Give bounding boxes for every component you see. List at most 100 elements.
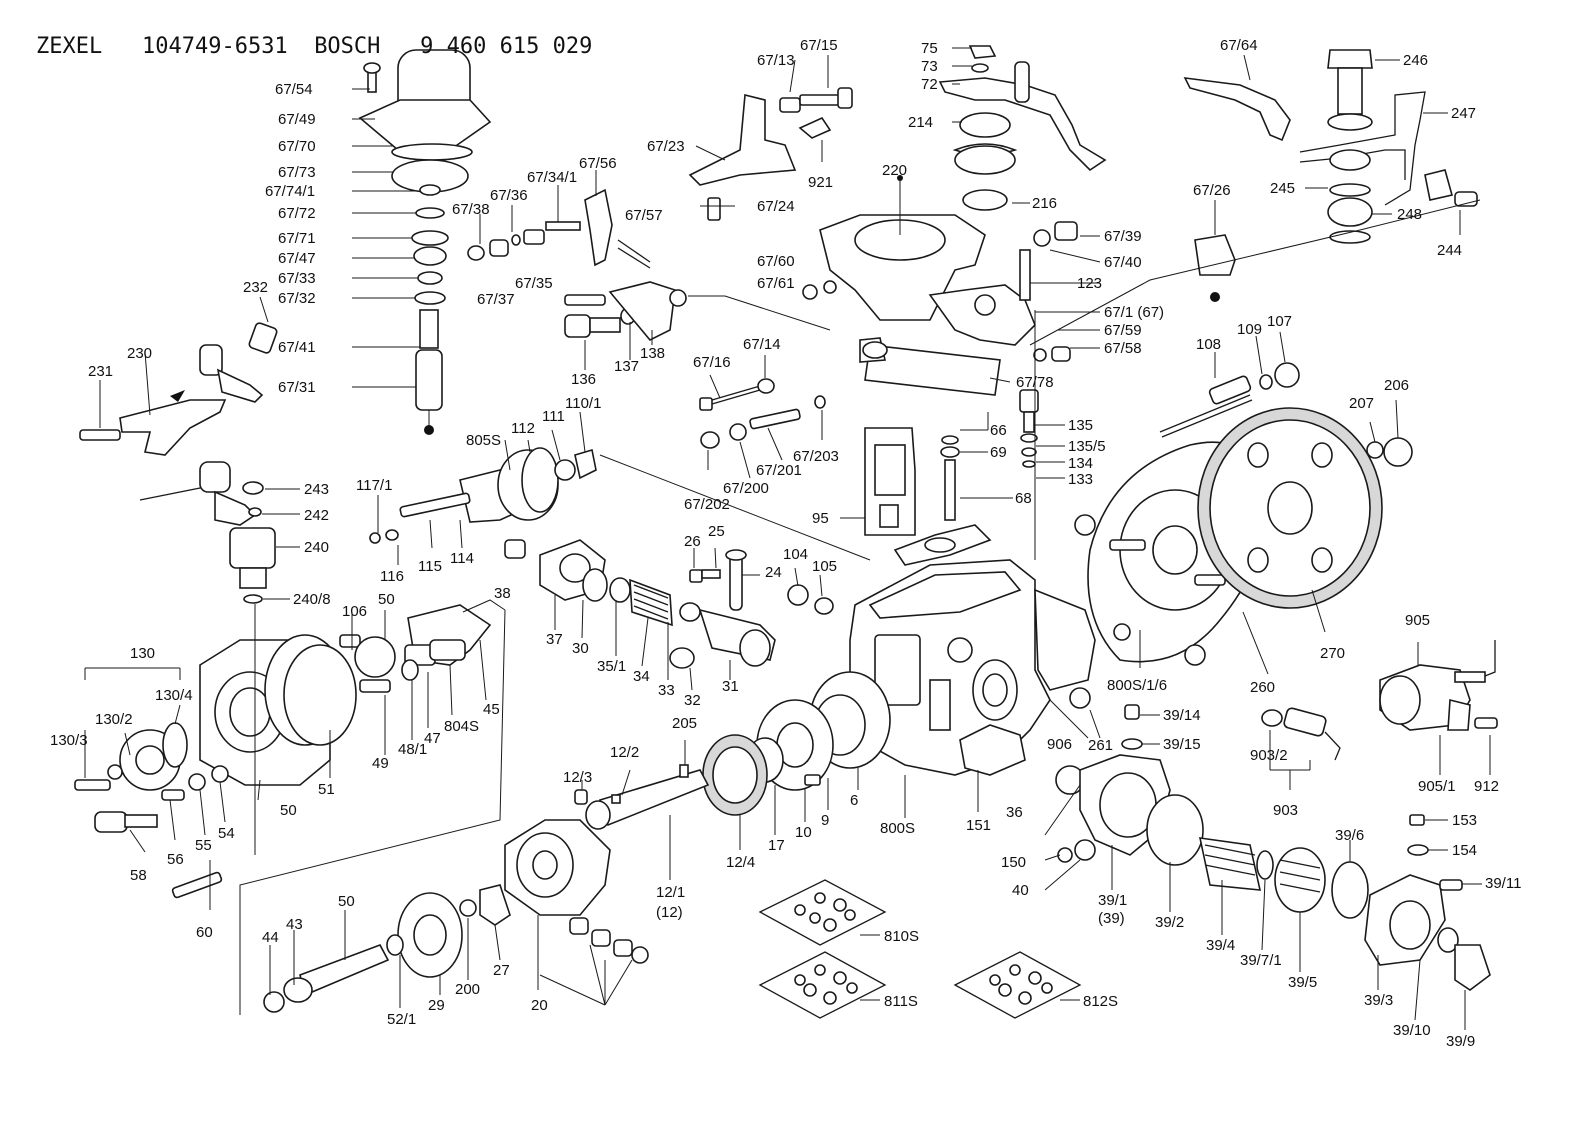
part-label[interactable]: 130/4	[155, 687, 193, 704]
part-label[interactable]: 108	[1196, 336, 1222, 353]
part-label[interactable]: 12/1	[656, 884, 686, 901]
part-label[interactable]: 231	[88, 363, 114, 380]
part-label[interactable]: 67/31	[278, 379, 316, 396]
part-label[interactable]: 67/202	[684, 496, 730, 513]
part-label[interactable]: 47	[424, 730, 441, 747]
part-label[interactable]: 67/23	[647, 138, 685, 155]
part-label[interactable]: 114	[450, 550, 474, 567]
part-label[interactable]: 20	[531, 997, 548, 1014]
part-label[interactable]: 135	[1068, 417, 1094, 434]
part-label[interactable]: 232	[243, 279, 269, 296]
part-label[interactable]: 117/1	[356, 477, 393, 494]
part-label[interactable]: 45	[483, 701, 500, 718]
part-label[interactable]: 115	[418, 558, 442, 575]
part-label[interactable]: 67/72	[278, 205, 316, 222]
part-label[interactable]: 245	[1270, 180, 1296, 197]
part-label[interactable]: 6	[850, 792, 859, 809]
part-label[interactable]: 54	[218, 825, 235, 842]
part-label[interactable]: 104	[783, 546, 809, 563]
part-label[interactable]: 67/41	[278, 339, 316, 356]
part-label[interactable]: 67/78	[1016, 374, 1054, 391]
part-label[interactable]: 69	[990, 444, 1007, 461]
part-label[interactable]: 48/1	[398, 741, 428, 758]
part-label[interactable]: 138	[640, 345, 666, 362]
part-label[interactable]: 67/58	[1104, 340, 1142, 357]
part-label[interactable]: 38	[494, 585, 511, 602]
part-label[interactable]: 906	[1047, 736, 1073, 753]
part-label[interactable]: 67/33	[278, 270, 316, 287]
part-label[interactable]: 800S/1/6	[1107, 677, 1168, 694]
part-label[interactable]: 50	[280, 802, 297, 819]
part-label[interactable]: 67/74/1	[265, 183, 316, 200]
part-label[interactable]: 39/9	[1446, 1033, 1476, 1050]
part-label[interactable]: 67/15	[800, 37, 838, 54]
part-label[interactable]: 67/47	[278, 250, 316, 267]
part-label[interactable]: 67/201	[756, 462, 802, 479]
part-label[interactable]: 44	[262, 929, 279, 946]
part-label[interactable]: 67/35	[515, 275, 553, 292]
part-label[interactable]: 30	[572, 640, 589, 657]
part-label[interactable]: 247	[1451, 105, 1477, 122]
part-label[interactable]: 67/1 (67)	[1104, 304, 1165, 321]
part-label[interactable]: 36	[1006, 804, 1023, 821]
part-label[interactable]: 24	[765, 564, 782, 581]
part-label[interactable]: 67/38	[452, 201, 490, 218]
part-label[interactable]: 43	[286, 916, 303, 933]
part-label[interactable]: 52/1	[387, 1011, 417, 1028]
part-label[interactable]: 33	[658, 682, 675, 699]
part-label[interactable]: 921	[808, 174, 834, 191]
part-label[interactable]: 58	[130, 867, 147, 884]
part-label[interactable]: 123	[1077, 275, 1103, 292]
part-label[interactable]: 151	[966, 817, 992, 834]
part-label[interactable]: 133	[1068, 471, 1094, 488]
part-label[interactable]: 109	[1237, 321, 1263, 338]
part-label[interactable]: 67/39	[1104, 228, 1142, 245]
part-label[interactable]: 67/32	[278, 290, 316, 307]
part-label[interactable]: 150	[1001, 854, 1027, 871]
part-label[interactable]: 39/14	[1163, 707, 1201, 724]
part-label[interactable]: 56	[167, 851, 184, 868]
part-label[interactable]: 67/57	[625, 207, 663, 224]
part-label[interactable]: 60	[196, 924, 213, 941]
part-label[interactable]: 205	[672, 715, 698, 732]
part-label[interactable]: 246	[1403, 52, 1429, 69]
part-label[interactable]: 67/13	[757, 52, 795, 69]
part-label[interactable]: 49	[372, 755, 389, 772]
part-label[interactable]: 67/64	[1220, 37, 1258, 54]
part-label[interactable]: 153	[1452, 812, 1478, 829]
part-label[interactable]: 39/7/1	[1240, 952, 1282, 969]
part-label[interactable]: 134	[1068, 455, 1094, 472]
part-label[interactable]: 903	[1273, 802, 1299, 819]
part-label[interactable]: 34	[633, 668, 650, 685]
part-label[interactable]: 112	[511, 420, 535, 437]
part-label[interactable]: 905	[1405, 612, 1431, 629]
part-label[interactable]: 812S	[1083, 993, 1119, 1010]
part-label[interactable]: 39/4	[1206, 937, 1236, 954]
part-label[interactable]: 9	[821, 812, 830, 829]
part-label[interactable]: 35/1	[597, 658, 627, 675]
part-label[interactable]: 105	[812, 558, 838, 575]
part-label[interactable]: 29	[428, 997, 445, 1014]
part-label[interactable]: 12/4	[726, 854, 756, 871]
part-label[interactable]: 110/1	[565, 395, 602, 412]
part-label[interactable]: 136	[571, 371, 597, 388]
part-label[interactable]: 12/3	[563, 769, 593, 786]
part-label[interactable]: 154	[1452, 842, 1478, 859]
part-label[interactable]: 27	[493, 962, 510, 979]
part-label[interactable]: 37	[546, 631, 563, 648]
part-label[interactable]: 912	[1474, 778, 1500, 795]
part-label[interactable]: 67/59	[1104, 322, 1142, 339]
part-label[interactable]: 260	[1250, 679, 1276, 696]
part-label[interactable]: 67/203	[793, 448, 839, 465]
part-label[interactable]: 67/54	[275, 81, 313, 98]
part-label[interactable]: 67/49	[278, 111, 316, 128]
part-label[interactable]: 137	[614, 358, 640, 375]
part-label[interactable]: 240	[304, 539, 330, 556]
part-label[interactable]: 230	[127, 345, 153, 362]
part-label[interactable]: 31	[722, 678, 739, 695]
part-label[interactable]: 903/2	[1250, 747, 1288, 764]
part-label[interactable]: 39/11	[1485, 875, 1522, 892]
part-label[interactable]: 116	[380, 568, 404, 585]
part-label[interactable]: 810S	[884, 928, 920, 945]
part-label[interactable]: 51	[318, 781, 335, 798]
